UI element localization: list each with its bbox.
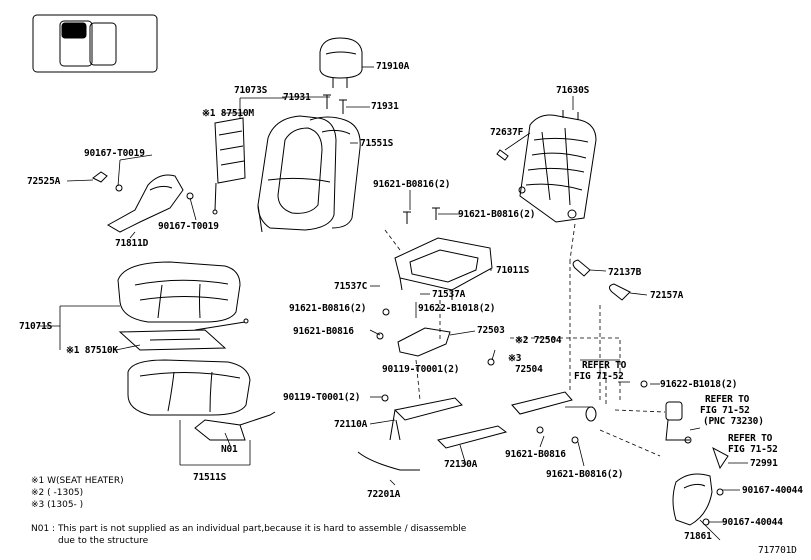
part-71551s[interactable]: 71551S <box>360 138 394 149</box>
part-71511s[interactable]: 71511S <box>193 472 227 483</box>
refer-fig-71-52-c-line2[interactable]: FIG 71-52 <box>728 444 778 455</box>
part-71811d[interactable]: 71811D <box>115 238 149 249</box>
part-90167-40044-b[interactable]: 90167-40044 <box>722 517 783 528</box>
part-72157a[interactable]: 72157A <box>650 290 684 301</box>
part-91622-b1018-a[interactable]: 91622-B1018(2) <box>418 303 496 314</box>
hook-parts <box>572 259 631 301</box>
buckle-drawing <box>665 401 692 444</box>
refer-fig-71-52-b-line1: REFER TO <box>705 394 750 405</box>
seatback-drawing <box>257 115 361 233</box>
part-71861[interactable]: 71861 <box>684 531 712 542</box>
part-90119-t0001-b[interactable]: 90119-T0001(2) <box>283 392 361 403</box>
part-71011s[interactable]: 71011S <box>496 265 530 276</box>
part-91621-b0816-f[interactable]: 91621-B0816(2) <box>546 469 624 480</box>
shield-71861-drawing <box>672 473 724 526</box>
part-72525a[interactable]: 72525A <box>27 176 61 187</box>
headrest-guides <box>323 94 347 114</box>
seat-position-icon <box>32 14 158 73</box>
part-72503[interactable]: 72503 <box>477 325 505 336</box>
part-87510m[interactable]: ※1 87510M <box>202 108 254 119</box>
part-91621-b0816-d[interactable]: 91621-B0816 <box>293 326 354 337</box>
cushion-cover-drawing <box>117 261 241 323</box>
part-71630s[interactable]: 71630S <box>556 85 590 96</box>
part-90167-40044-a[interactable]: 90167-40044 <box>742 485 803 496</box>
note-n01-marker: N01 <box>221 444 238 455</box>
part-90167-t0019-a[interactable]: 90167-T0019 <box>84 148 145 159</box>
part-91621-b0816-c[interactable]: 91621-B0816(2) <box>289 303 367 314</box>
part-71931-b[interactable]: 71931 <box>371 101 399 112</box>
part-72137b[interactable]: 72137B <box>608 267 642 278</box>
part-72201a[interactable]: 72201A <box>367 489 401 500</box>
part-72504-a[interactable]: ※2 72504 <box>515 335 562 346</box>
part-72991[interactable]: 72991 <box>750 458 778 469</box>
part-72110a[interactable]: 72110A <box>334 419 368 430</box>
part-91621-b0816-b[interactable]: 91621-B0816(2) <box>458 209 536 220</box>
part-71537a[interactable]: 71537A <box>432 289 466 300</box>
note-3: ※3 (1305- ) <box>31 500 84 510</box>
note-2: ※2 ( -1305) <box>31 488 84 498</box>
part-71071s[interactable]: 71071S <box>19 321 53 332</box>
part-90119-t0001-a[interactable]: 90119-T0001(2) <box>382 364 460 375</box>
refer-fig-71-52-b-line2[interactable]: FIG 71-52 <box>700 405 750 416</box>
side-cover-drawing <box>92 171 194 233</box>
bracket-72991 <box>712 446 729 470</box>
part-72130a[interactable]: 72130A <box>444 459 478 470</box>
note-n01-text: N01 : This part is not supplied as an in… <box>31 524 467 534</box>
headrest-drawing <box>319 37 363 88</box>
part-87510k[interactable]: ※1 87510K <box>66 345 118 356</box>
note-1: ※1 W(SEAT HEATER) <box>31 476 124 486</box>
part-72637f[interactable]: 72637F <box>490 127 524 138</box>
refer-fig-71-52-c-line1: REFER TO <box>728 433 773 444</box>
dashed-guides <box>384 223 666 457</box>
part-91621-b0816-e[interactable]: 91621-B0816 <box>505 449 566 460</box>
heater-back-drawing <box>212 117 246 215</box>
seatback-bolt <box>496 149 509 161</box>
drawing-id: 717701D <box>758 545 797 556</box>
rail-drawing <box>376 308 648 449</box>
leader-lines <box>38 66 748 541</box>
note-n01-text-cont: due to the structure <box>58 536 149 546</box>
part-91622-b1018-b[interactable]: 91622-B1018(2) <box>660 379 738 390</box>
refer-fig-71-52-a-line2[interactable]: FIG 71-52 <box>574 371 624 382</box>
part-71931-a[interactable]: 71931 <box>283 92 311 103</box>
refer-pnc-73230: (PNC 73230) <box>703 416 764 427</box>
refer-fig-71-52-a-line1: REFER TO <box>582 360 627 371</box>
cushion-pad-drawing <box>127 359 276 441</box>
part-72504-b[interactable]: 72504 <box>515 364 543 375</box>
cable-drawing <box>357 451 420 471</box>
part-71537c[interactable]: 71537C <box>334 281 368 292</box>
seatback-frame-drawing <box>518 110 597 223</box>
part-90167-t0019-b[interactable]: 90167-T0019 <box>158 221 219 232</box>
part-91621-b0816-a[interactable]: 91621-B0816(2) <box>373 179 451 190</box>
cushion-frame-drawing <box>394 207 493 300</box>
part-72504-note3: ※3 <box>508 353 522 364</box>
part-71910a[interactable]: 71910A <box>376 61 410 72</box>
part-71073s[interactable]: 71073S <box>234 85 268 96</box>
heater-cushion-drawing <box>118 318 249 351</box>
